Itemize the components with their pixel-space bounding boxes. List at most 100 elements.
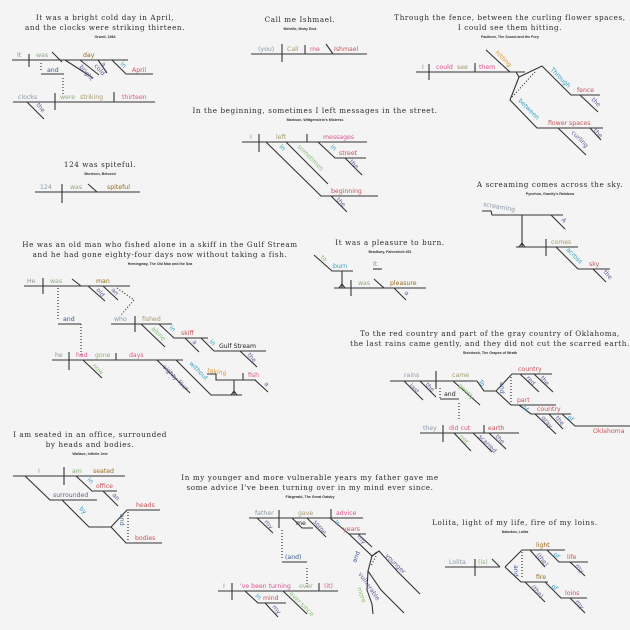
word-it: It [17,52,22,59]
word-and: and [351,550,362,563]
word-i: I [223,583,225,590]
word-sky: sky [589,261,600,268]
word-i: I [38,468,40,475]
word-a: a [190,339,198,347]
word-in: in [254,592,263,601]
word-skiff: skiff [181,330,195,337]
word-who: who [114,316,127,323]
word-life: life [567,554,577,561]
word-an: an [109,287,119,297]
word-man: man [96,278,110,285]
word-lolita: Lolita [449,559,466,566]
nabokov-quote-line-1: Lolita, light of my life, fire of my loi… [432,518,598,527]
hemingway-quote-line-2: and he had gone eighty-four days now wit… [32,250,288,259]
word-rains: rains [404,372,419,379]
word-did-cut: did cut [449,425,471,432]
word-loins: loins [565,590,579,597]
faulkner-quote-line-1: Through the fence, between the curling f… [394,13,626,22]
word-and-implied: (and) [285,554,301,561]
fitzgerald-citation: Fitzgerald, The Great Gatsby [285,495,335,499]
nabokov-quote-block: Lolita, light of my life, fire of my loi… [400,518,630,534]
markson-citation: Markson, Wittgenstein's Mistress [286,118,344,122]
word-flower-spaces: flower spaces [548,120,590,127]
word-me: me [296,520,306,527]
pynchon-quote-block: A screaming comes across the sky. Pyncho… [470,180,630,196]
word-in: in [86,476,95,485]
hemingway-quote-block: He was an old man who fished alone in a … [0,240,320,266]
wallace-citation: Wallace, Infinite Jest [72,452,108,456]
word-burn: burn [333,263,347,270]
orwell-quote-line-2: and the clocks were striking thirteen. [24,23,186,32]
word-fished: fished [142,316,161,323]
morrison-quote-block: 124 was spiteful. Morrison, Beloved [20,160,180,176]
word-father: father [255,510,274,517]
word-day: day [83,52,95,59]
orwell-quote-line-1: It was a bright cold day in April, [35,13,175,22]
word-light: light [536,542,550,549]
pynchon-citation: Pynchon, Gravity's Rainbow [525,192,575,196]
markson-quote-block: In the beginning, sometimes I left messa… [180,106,450,122]
faulkner-quote-block: Through the fence, between the curling f… [390,13,630,39]
word-they: they [423,425,437,432]
word-thirteen: thirteen [122,94,147,101]
pynchon-quote-line-1: A screaming comes across the sky. [476,180,624,189]
word-a: a [99,61,107,69]
orwell-citation: Orwell, 1984 [94,35,116,39]
hemingway-citation: Hemingway, The Old Man and the Sea [127,262,193,266]
word-my-2: my [355,534,367,546]
word-gave: gave [298,510,313,517]
word-days: days [129,352,144,359]
word-a: A [559,217,568,225]
word-ishmael: Ishmael [334,46,359,53]
word-was: was [70,184,82,191]
word-taking: taking [207,367,227,377]
word-advice: advice [336,510,357,517]
word-red: red [524,375,536,387]
word-it: It [373,261,378,268]
word-fence: fence [577,87,594,94]
word-surrounded: surrounded [53,492,88,499]
word-them: them [479,64,495,71]
melville-quote-line-1: Call me Ishmael. [264,15,336,24]
word-seated: seated [93,468,114,475]
word-to: to [319,254,328,263]
word-beginning: beginning [331,188,362,195]
word-earth: earth [488,425,505,432]
word-call: Call [287,46,299,53]
melville-citation: Melville, Moby Dick [283,27,317,31]
word-and: and [512,565,519,577]
word-oklahoma: Oklahoma [593,428,625,435]
word-my: my [573,563,585,575]
word-of-2: of [566,414,576,424]
word-my-3: my [270,604,282,616]
word-had: had [76,352,88,359]
word-in: in [329,143,338,152]
word-pleasure: pleasure [390,280,417,287]
word-it: (it) [324,583,333,590]
word-you: (you) [258,46,274,53]
word-was: was [50,278,62,285]
word-gone: gone [95,352,111,359]
word-messages: messages [323,134,354,141]
word-i: I [422,64,424,71]
word-of: of [552,551,562,561]
word-part: part [517,397,530,404]
word-over: over [299,583,313,590]
word-to: To [476,378,486,388]
word-and-conj: and [498,382,505,394]
word-he-cap: He [27,278,36,285]
word-in: in [118,61,127,70]
word-me: me [310,46,320,53]
fitzgerald-quote-block: In my younger and more vulnerable years … [180,473,440,499]
word-and: and [47,67,59,74]
word-comes: comes [551,239,571,246]
word-in: in [168,324,177,333]
word-and: and [63,316,75,323]
nabokov-citation: Nabokov, Lolita [501,530,529,534]
